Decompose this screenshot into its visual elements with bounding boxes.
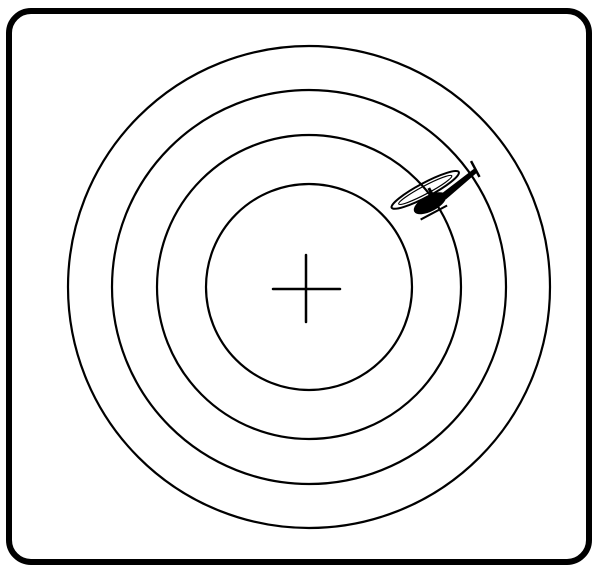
ring-2 [157, 135, 461, 439]
ring-1 [206, 184, 412, 390]
display-frame [9, 11, 589, 562]
rings [68, 46, 550, 528]
helicopter-icon [388, 158, 484, 229]
ring-3 [112, 90, 506, 484]
ring-4 [68, 46, 550, 528]
crosshair-icon [273, 255, 340, 322]
